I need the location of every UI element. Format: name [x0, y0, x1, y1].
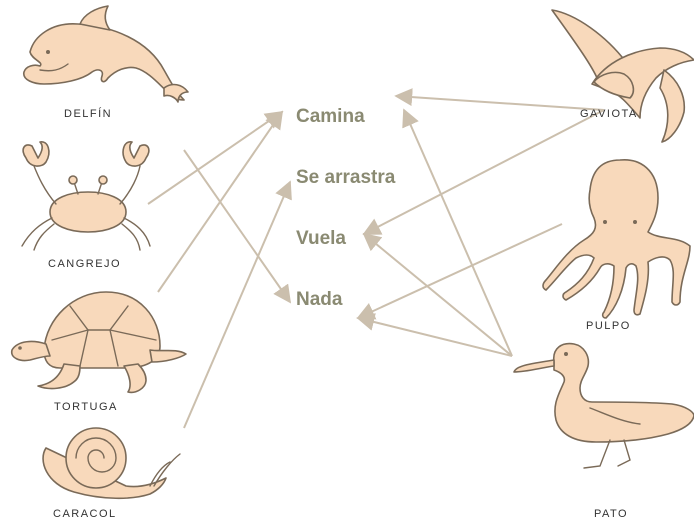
- arrow-gaviota-to-camina: [396, 96, 604, 110]
- arrow-delfin-to-nada: [184, 150, 290, 302]
- verb-se-arrastra: Se arrastra: [296, 167, 395, 189]
- seagull-icon: [552, 10, 694, 142]
- label-gaviota: GAVIOTA: [580, 108, 638, 120]
- arrow-pato-to-camina: [404, 110, 512, 356]
- crab-icon: [22, 142, 150, 250]
- arrow-cangrejo-to-camina: [148, 112, 282, 204]
- label-cangrejo: CANGREJO: [48, 258, 121, 270]
- turtle-icon: [12, 292, 186, 392]
- duck-icon: [514, 344, 694, 468]
- label-caracol: CARACOL: [53, 508, 117, 520]
- arrow-gaviota-to-vuela: [364, 110, 604, 234]
- label-tortuga: TORTUGA: [54, 401, 118, 413]
- dolphin-icon: [24, 6, 188, 102]
- arrows-layer: [148, 96, 604, 428]
- verb-camina: Camina: [296, 106, 365, 128]
- octopus-icon: [543, 160, 690, 318]
- verb-nada: Nada: [296, 289, 342, 311]
- verb-vuela: Vuela: [296, 228, 346, 250]
- label-delfin: DELFÍN: [64, 108, 112, 120]
- snail-icon: [43, 428, 180, 498]
- label-pulpo: PULPO: [586, 320, 631, 332]
- arrow-caracol-to-se-arrastra: [184, 182, 290, 428]
- label-pato: PATO: [594, 508, 628, 520]
